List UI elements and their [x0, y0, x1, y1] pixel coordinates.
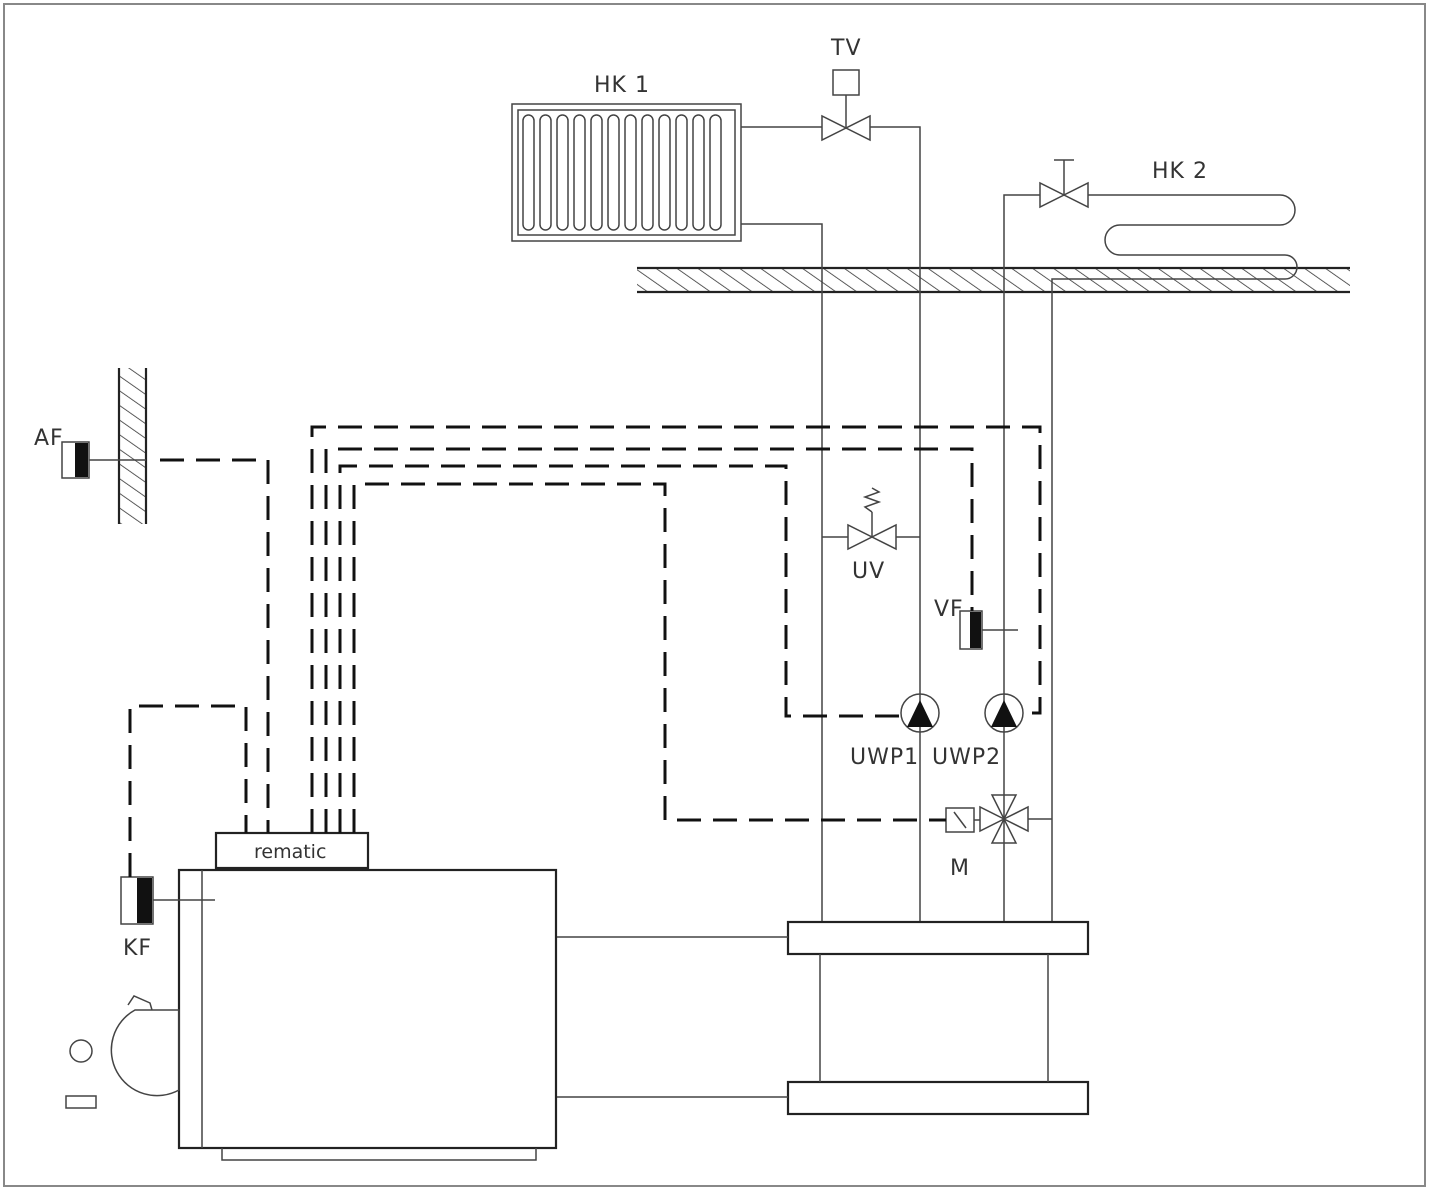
wire-vf [324, 447, 974, 833]
header-connections [556, 936, 1049, 1098]
pump-uwp1 [900, 693, 940, 733]
wire-mixer [352, 482, 946, 833]
frame-border [3, 3, 1426, 1187]
wire-uwp2 [310, 425, 1042, 833]
flow-sensor-vf [959, 610, 1018, 650]
label-uwp2: UWP2 [932, 745, 1001, 770]
floor-heating-hk2 [1003, 159, 1298, 922]
floor-slab [637, 266, 1350, 294]
supply-header [786, 920, 1090, 956]
outdoor-sensor-af [61, 441, 146, 479]
thermostatic-valve-tv [821, 69, 871, 142]
label-tv: TV [830, 36, 862, 61]
rematic-controller [214, 831, 370, 870]
bypass-valve-uv [822, 487, 920, 551]
pump-uwp2 [984, 693, 1024, 733]
wire-af [160, 458, 270, 833]
return-header [786, 1080, 1090, 1116]
label-hk1: HK 1 [594, 73, 650, 98]
label-m: M [950, 856, 970, 881]
mixer-motor-m [945, 807, 980, 833]
mixing-valve [979, 794, 1052, 844]
radiator-hk1 [511, 103, 742, 242]
burner-blower [65, 995, 180, 1109]
wire-kf [128, 704, 248, 877]
boiler [177, 868, 558, 1161]
outdoor-wall [117, 368, 148, 524]
label-kf: KF [123, 936, 152, 961]
label-hk2: HK 2 [1152, 159, 1208, 184]
label-rematic: rematic [254, 841, 326, 863]
label-uwp1: UWP1 [850, 745, 919, 770]
label-uv: UV [852, 559, 885, 584]
radiator-fins [522, 114, 722, 231]
label-af: AF [34, 426, 64, 451]
boiler-sensor-kf [120, 876, 215, 925]
wire-uwp1 [338, 464, 901, 833]
control-wiring [128, 425, 1042, 877]
label-vf: VF [934, 597, 964, 622]
pipes-hk1 [741, 126, 921, 922]
